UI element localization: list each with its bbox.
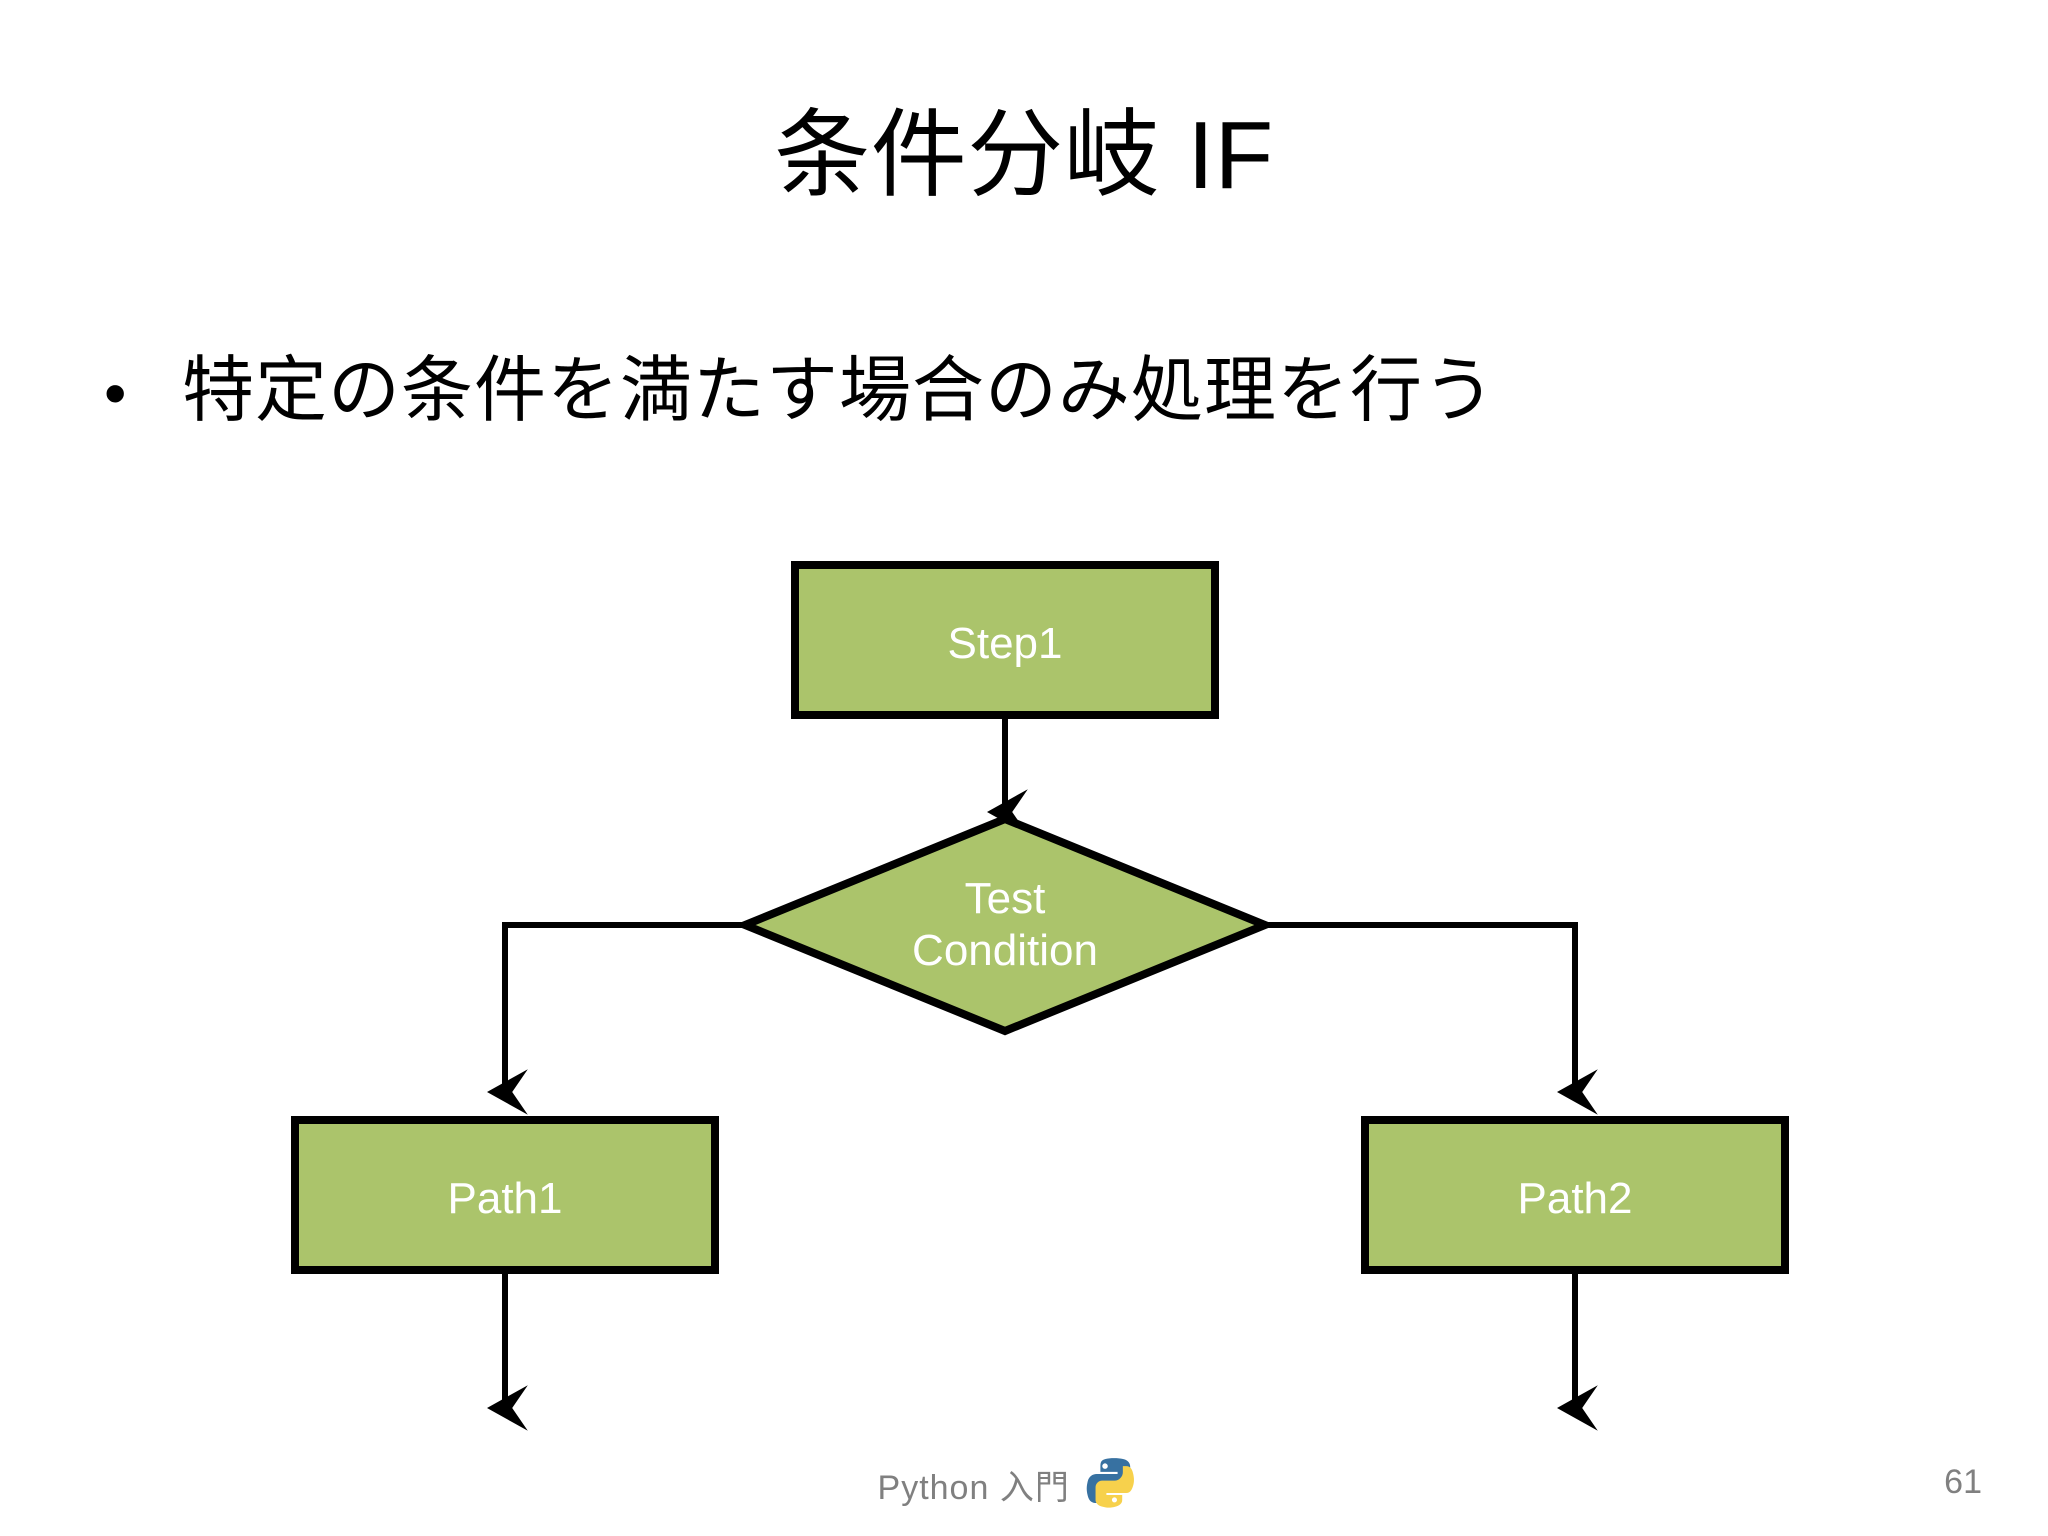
flow-node-path1[interactable] [291,1116,719,1274]
footer-brand-label: Python 入門 [877,1468,1070,1507]
bullet-list-item: • 特定の条件を満たす場合のみ処理を行う [104,350,1964,433]
python-logo-icon [1086,1455,1144,1513]
footer-brand: Python 入門 [878,1455,1144,1513]
page-number: 61 [1944,1463,1982,1501]
page-title: 条件分岐 IF [774,102,1274,209]
flow-node-step1[interactable] [791,561,1219,719]
slide-footer: Python 入門 61 [0,1455,2048,1535]
edge-test-to-path1 [486,922,745,1115]
bullet-text: 特定の条件を満たす場合のみ処理を行う [182,351,1497,431]
flow-node-path2[interactable] [1361,1116,1789,1274]
bullet-marker-icon: • [104,357,127,429]
python-logo-svg [1087,1458,1135,1508]
edge-test-to-path2 [1265,922,1598,1115]
connector-group [486,715,1598,1431]
flow-node-test-condition[interactable] [734,814,1276,1036]
